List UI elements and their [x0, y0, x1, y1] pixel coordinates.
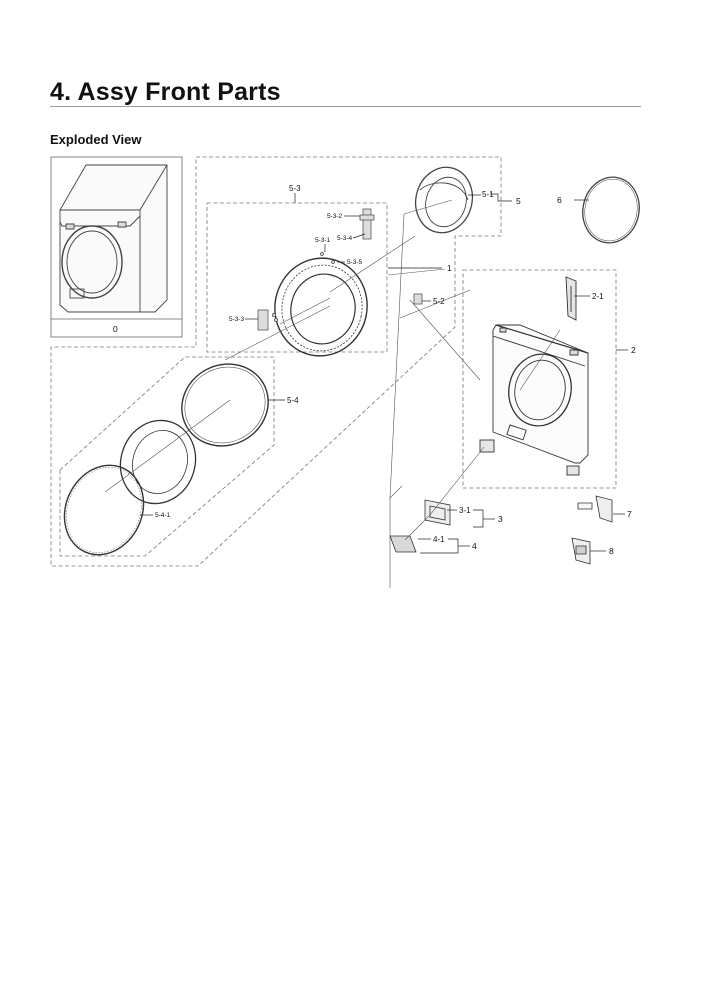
leader-lines [140, 193, 628, 554]
part-5-1-ring [414, 166, 474, 234]
label-part-6: 6 [557, 195, 562, 205]
frame-group-5-3 [206, 202, 388, 353]
small-parts-lower [389, 495, 613, 565]
part-5-4-1-door-glass [63, 464, 145, 556]
part-5-3-3-latch [257, 309, 269, 331]
part-6-gasket [582, 176, 640, 244]
label-part-1: 1 [447, 263, 452, 273]
part-4-1-cover [389, 535, 417, 553]
frame-group-2 [462, 269, 617, 489]
label-part-5-1: 5-1 [482, 190, 494, 199]
label-part-8: 8 [609, 546, 614, 556]
label-part-5-3-3: 5-3-3 [229, 316, 245, 323]
part-5-3-door-frame [274, 257, 368, 357]
frame-group-5 [50, 156, 502, 567]
frame-assembly-0 [50, 156, 183, 338]
part-5-4-door-parts [63, 363, 269, 556]
dryer-assembly-illustration [59, 164, 168, 313]
label-part-5: 5 [516, 196, 521, 206]
title-divider [50, 106, 641, 107]
label-part-5-3-2: 5-3-2 [327, 213, 343, 220]
part-5-2-bracket [413, 293, 423, 305]
label-part-5-3-4: 5-3-4 [337, 235, 353, 242]
label-part-7: 7 [627, 509, 632, 519]
label-part-3-1: 3-1 [459, 506, 471, 515]
small-parts-5-3 [257, 208, 423, 331]
label-part-5-3-5: 5-3-5 [347, 259, 363, 266]
part-2-front-panel [479, 276, 589, 476]
label-part-3: 3 [498, 514, 503, 524]
guide-lines [104, 199, 561, 588]
part-5-3-1-screw [320, 252, 324, 256]
label-part-5-2: 5-2 [433, 297, 445, 306]
part-labels: 0 1 2 2-1 3 3-1 4 4-1 5 5-1 5-2 5-3 5-3-… [113, 184, 636, 556]
label-part-4: 4 [472, 541, 477, 551]
label-part-5-4: 5-4 [287, 396, 299, 405]
label-part-2-1: 2-1 [592, 292, 604, 301]
part-3-1-control-box [424, 499, 451, 526]
part-5-3-2-hinge [362, 208, 372, 240]
label-part-2: 2 [631, 345, 636, 355]
label-part-5-3: 5-3 [289, 184, 301, 193]
part-5-3-5-screw [331, 260, 335, 264]
part-7-module [595, 495, 613, 523]
frame-group-5-4 [59, 356, 275, 557]
page-title: 4. Assy Front Parts [50, 78, 281, 106]
label-part-0: 0 [113, 324, 118, 334]
label-part-5-3-1: 5-3-1 [315, 237, 331, 244]
section-subtitle: Exploded View [50, 132, 142, 147]
label-part-4-1: 4-1 [433, 535, 445, 544]
label-part-5-4-1: 5-4-1 [155, 512, 171, 519]
